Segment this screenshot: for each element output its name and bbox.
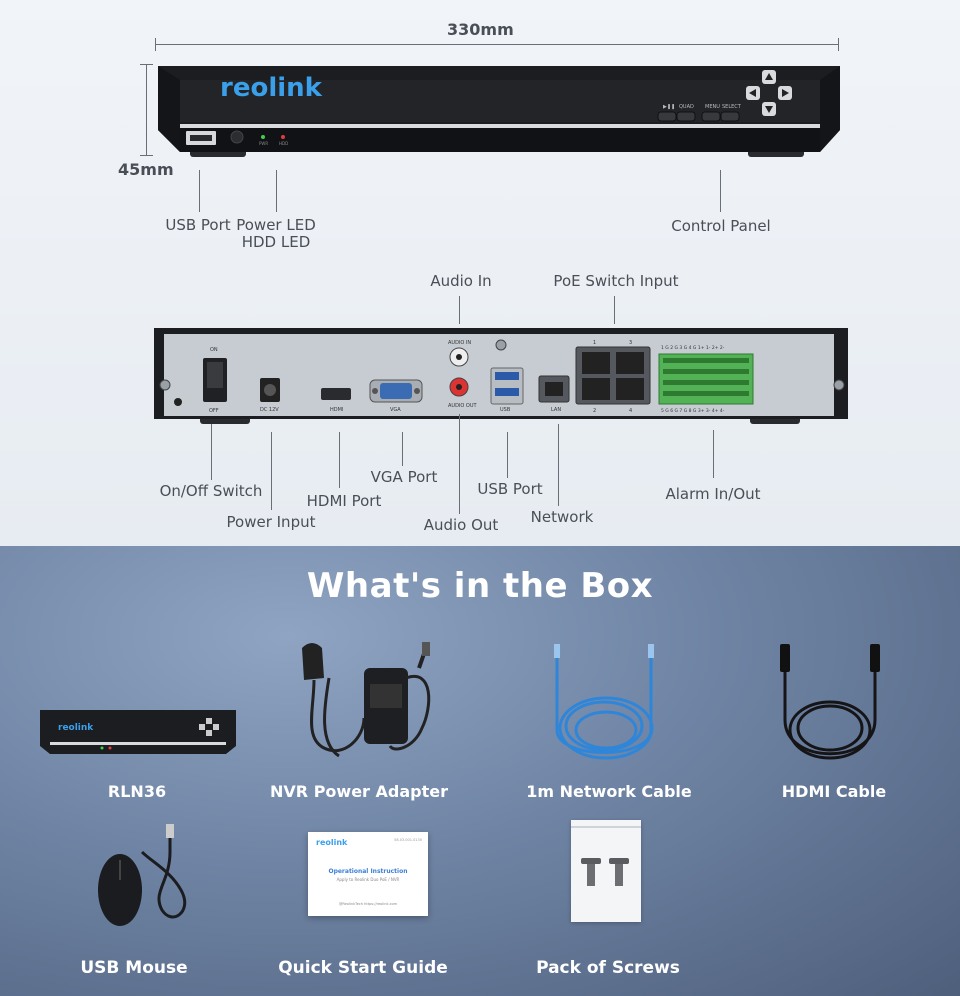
rear-lan-label: LAN	[551, 407, 561, 413]
nvr-front-view: PWR HDD reolink ▶❚❚ QUAD MENU SELECT	[158, 66, 840, 157]
callout-network: Network	[530, 508, 594, 526]
box-item-usb-mouse: USB Mouse	[80, 958, 188, 978]
front-play-button[interactable]	[657, 111, 677, 122]
rear-vga-label: VGA	[390, 407, 401, 413]
rear-hdmi-label: HDMI	[330, 407, 343, 413]
rear-poe-label-4: 4	[629, 408, 632, 414]
callout-hdmi-port: HDMI Port	[306, 492, 382, 510]
callout-usb-port-rear: USB Port	[477, 480, 543, 498]
power-adapter-image	[302, 642, 431, 758]
width-dimension-line	[155, 44, 839, 45]
rear-poe-label-1: 1	[593, 340, 596, 346]
led-label-pwr: PWR	[259, 141, 268, 146]
callout-line-onoff	[211, 424, 212, 480]
rear-usb-label: USB	[500, 407, 511, 413]
callout-line-poe	[614, 296, 615, 324]
guide-subheading: Apply to Reolink Duo PoE / NVR	[336, 877, 400, 882]
rear-dc-label: DC 12V	[260, 407, 279, 413]
box-item-pack-of-screws: Pack of Screws	[536, 958, 680, 978]
screw-icon	[581, 858, 629, 886]
guide-heading: Operational Instruction	[328, 868, 408, 875]
front-quad-button[interactable]	[676, 111, 696, 122]
callout-audio-out: Audio Out	[423, 516, 499, 534]
callout-hdd-led: HDD LED	[241, 233, 311, 251]
callout-line-network	[558, 424, 559, 506]
front-btn-play-label: ▶❚❚	[663, 104, 675, 110]
callout-line-audio-out	[459, 414, 460, 514]
box-item-rln36: RLN36	[107, 782, 167, 801]
callout-line-alarm	[713, 430, 714, 478]
callout-vga-port: VGA Port	[370, 468, 438, 486]
height-dimension-label: 45mm	[118, 160, 174, 179]
width-dim-tick-right	[838, 38, 839, 51]
box-item-power-adapter: NVR Power Adapter	[270, 782, 448, 801]
callout-control-panel: Control Panel	[671, 217, 771, 235]
rear-audio-out-label: AUDIO OUT	[448, 403, 478, 409]
callout-power-led: Power LED	[236, 216, 316, 234]
front-btn-select-label: SELECT	[722, 104, 742, 110]
front-dpad[interactable]	[746, 70, 792, 116]
height-dimension-line	[146, 64, 147, 156]
height-dim-tick-bottom	[140, 155, 153, 156]
rln36-image: reolink	[40, 710, 236, 754]
rear-on-label: ON	[210, 347, 218, 353]
callout-poe-switch: PoE Switch Input	[553, 272, 679, 290]
front-brand-logo: reolink	[220, 73, 323, 103]
guide-brand: reolink	[316, 838, 348, 847]
rear-poe-label-2: 2	[593, 408, 596, 414]
height-dim-tick-top	[140, 64, 153, 65]
guide-code: 58.03.001.0130	[394, 838, 422, 842]
callout-line-usb-front	[199, 170, 200, 212]
quick-start-guide-image: reolink 58.03.001.0130 Operational Instr…	[308, 832, 428, 916]
box-title: What's in the Box	[306, 566, 654, 606]
guide-footer: @ReolinkTech https://reolink.com	[338, 902, 398, 906]
callout-line-usb-rear	[507, 432, 508, 478]
box-item-network-cable: 1m Network Cable	[526, 782, 692, 801]
callout-line-power-input	[271, 432, 272, 510]
callout-audio-in: Audio In	[430, 272, 492, 290]
hdmi-cable-image	[780, 644, 880, 760]
callout-onoff-switch: On/Off Switch	[159, 482, 263, 500]
callout-line-vga	[402, 432, 403, 466]
rear-off-label: OFF	[209, 408, 219, 414]
box-item-hdmi-cable: HDMI Cable	[781, 782, 887, 801]
callout-line-audio-in	[459, 296, 460, 324]
callout-usb-port-front: USB Port	[165, 216, 231, 234]
rear-alarm-top-labels: 1 G 2 G 3 G 4 G 1+ 1- 2+ 2-	[661, 345, 725, 351]
rear-poe-label-3: 3	[629, 340, 632, 346]
callout-line-hdmi	[339, 432, 340, 488]
width-dim-tick-left	[155, 38, 156, 51]
front-btn-menu-label: MENU	[705, 104, 720, 110]
box-section	[0, 546, 960, 996]
callout-power-input: Power Input	[226, 513, 316, 531]
box-item-quick-start-guide: Quick Start Guide	[278, 958, 448, 978]
screws-pack-image	[571, 820, 641, 922]
nvr-rear-view: ON OFF DC 12V HDMI VGA AUDIO IN AUDIO OU…	[154, 328, 848, 424]
rear-audio-in-label: AUDIO IN	[448, 340, 471, 346]
callout-line-control	[720, 170, 721, 212]
led-label-hdd: HDD	[279, 141, 288, 146]
front-menu-button[interactable]	[701, 111, 721, 122]
usb-mouse-image	[98, 824, 187, 926]
rear-alarm-bottom-labels: 5 G 6 G 7 G 8 G 3+ 3- 4+ 4-	[661, 408, 725, 414]
callout-alarm-in-out: Alarm In/Out	[665, 485, 761, 503]
width-dimension-label: 330mm	[447, 20, 514, 39]
callout-line-led	[276, 170, 277, 212]
rln36-brand: reolink	[58, 723, 94, 733]
front-select-button[interactable]	[720, 111, 740, 122]
front-btn-quad-label: QUAD	[679, 104, 694, 110]
network-cable-image	[554, 644, 654, 760]
